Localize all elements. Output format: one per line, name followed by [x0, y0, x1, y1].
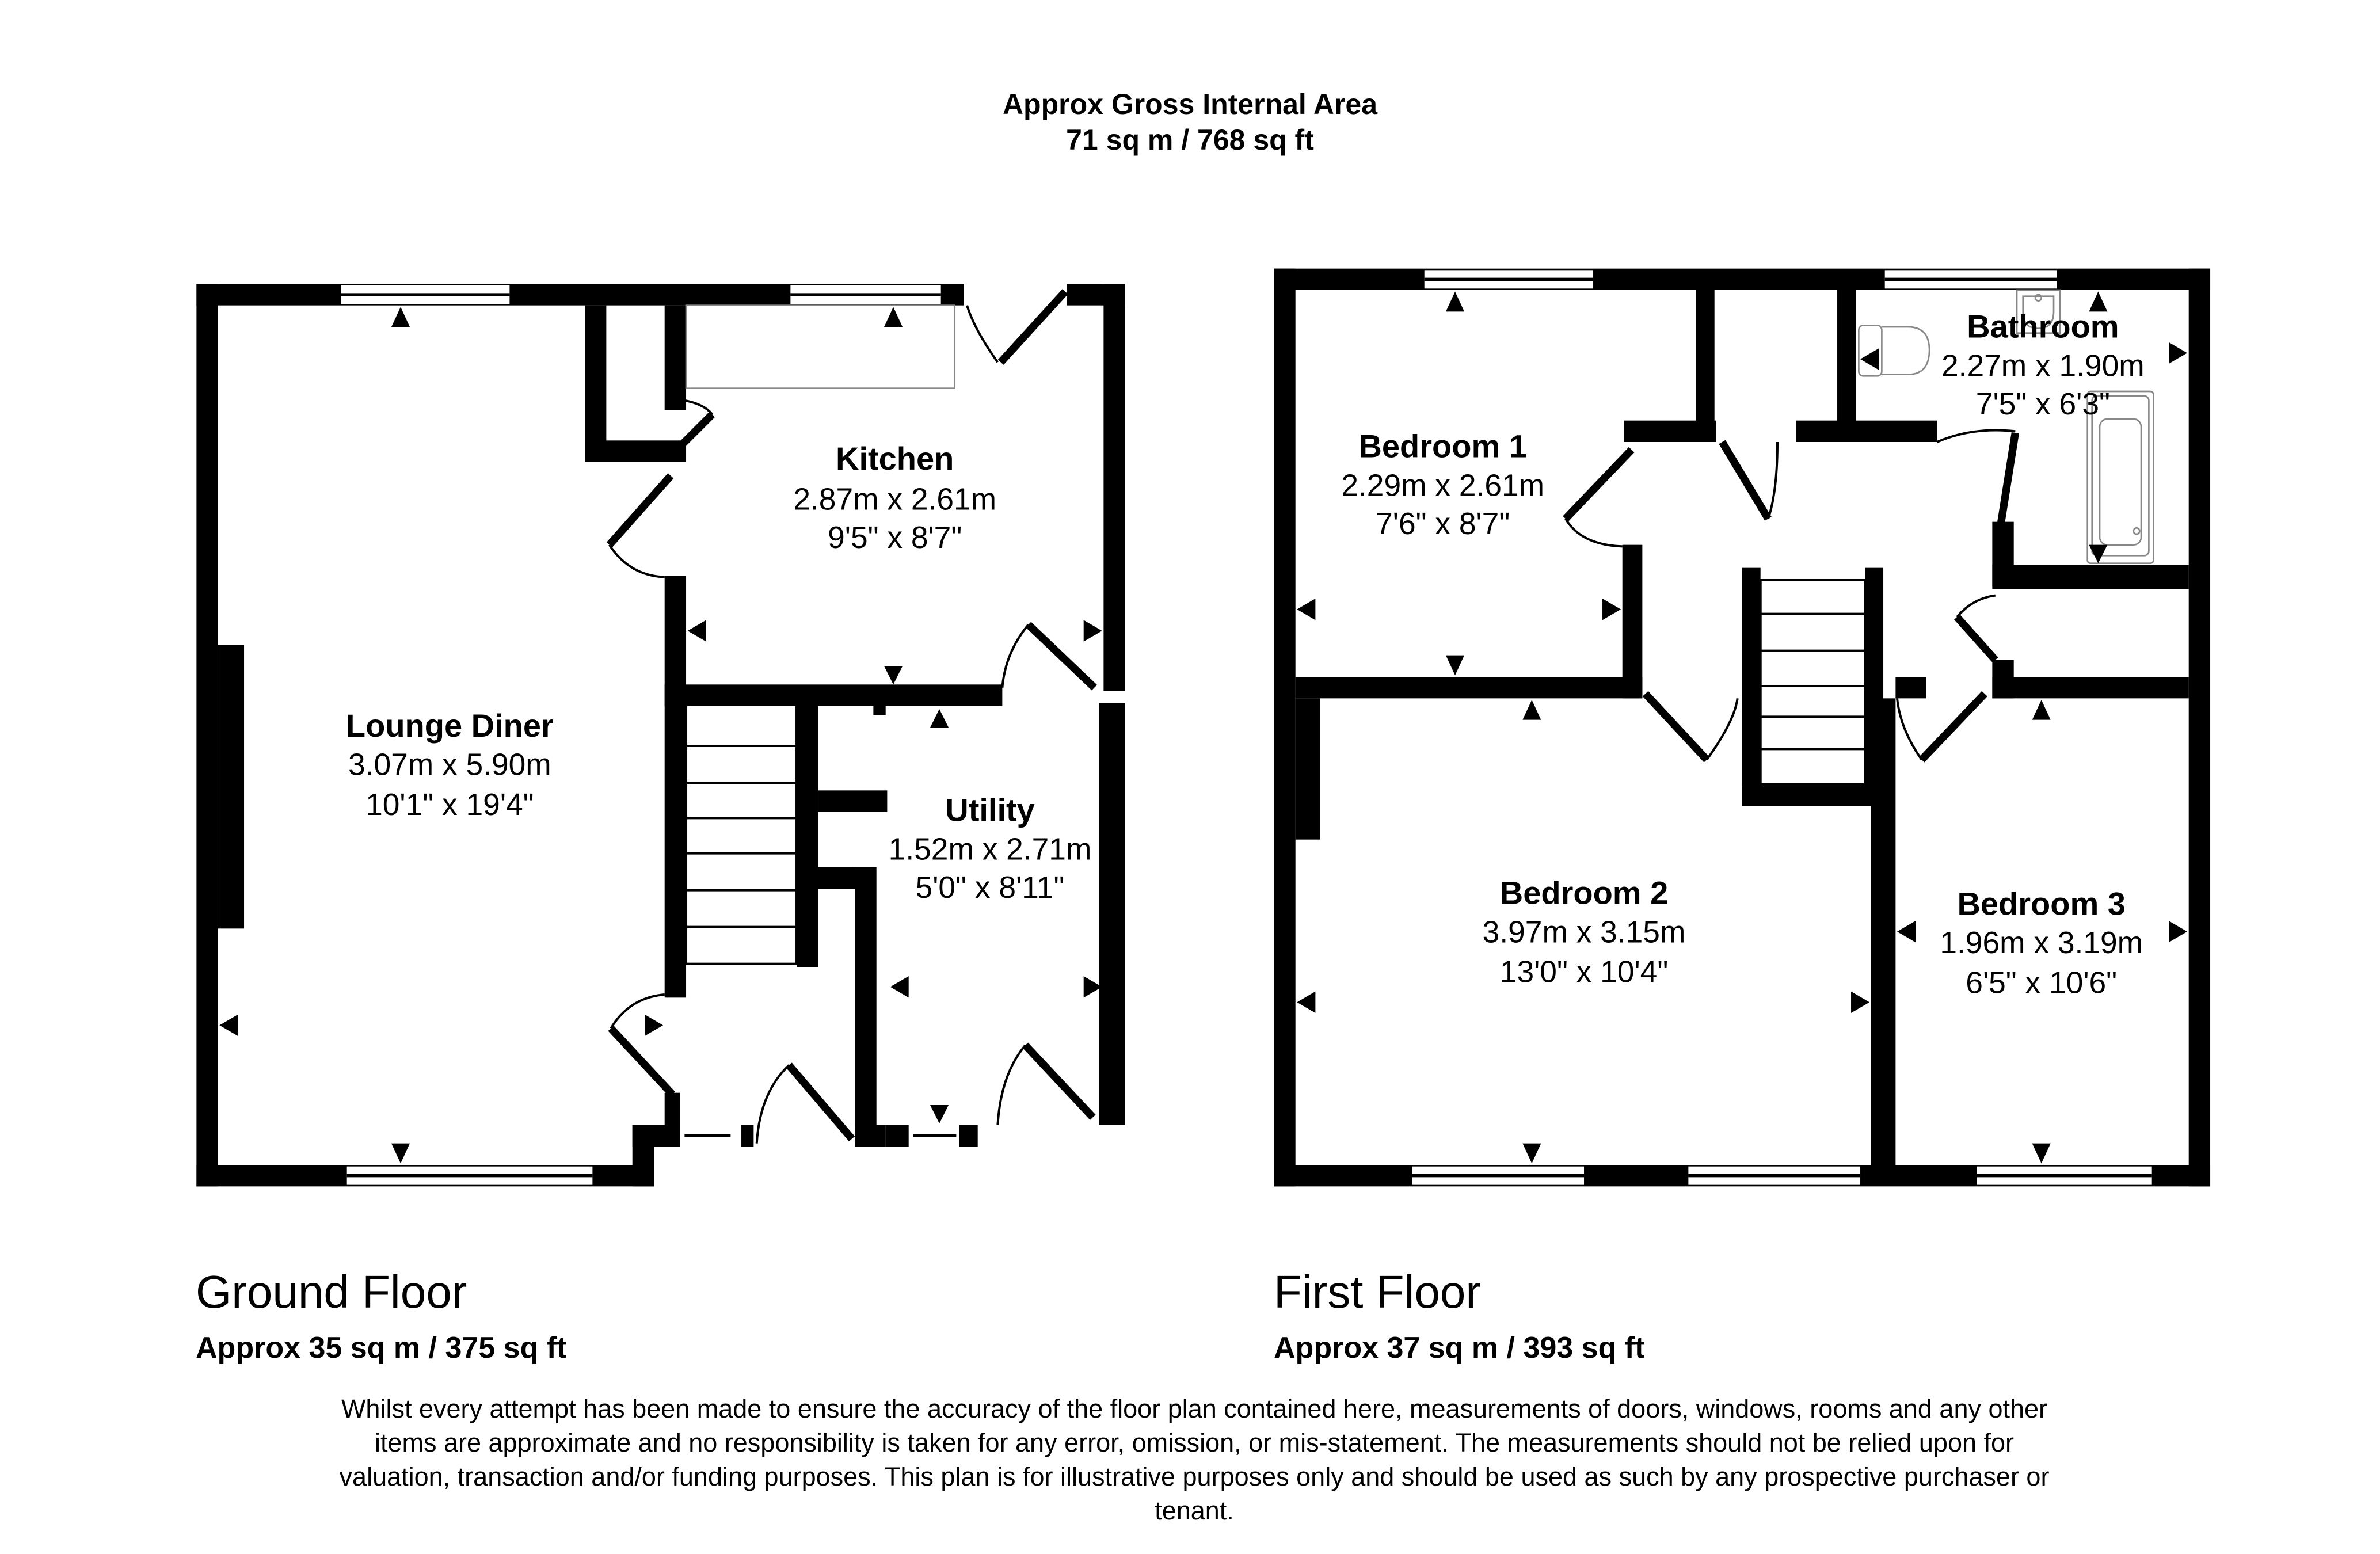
chimney-breast [218, 645, 245, 929]
bathroom-fixtures [1858, 289, 2154, 564]
window-bedroom2-left [1412, 1166, 1585, 1185]
svg-text:3.07m x 5.90m: 3.07m x 5.90m [348, 748, 551, 782]
ground-floor-area: Approx 35 sq m / 375 sq ft [196, 1331, 567, 1365]
door-bathroom [1996, 432, 2019, 531]
door-kitchen-utility [1026, 622, 1097, 691]
room-label-lounge-diner: Lounge Diner 3.07m x 5.90m 10'1" x 19'4" [346, 707, 554, 822]
svg-text:2.27m x 1.90m: 2.27m x 1.90m [1941, 349, 2145, 383]
svg-text:Bedroom 1: Bedroom 1 [1358, 428, 1527, 464]
window-kitchen-top [790, 285, 941, 304]
toilet-icon [1858, 324, 1930, 377]
first-floor-stairs [1759, 579, 1867, 786]
svg-text:Bathroom: Bathroom [1967, 308, 2119, 345]
door-airing-cupboard [1954, 614, 1998, 663]
door-front [786, 1062, 855, 1141]
ground-floor-windows [341, 285, 957, 1185]
gross-area-title: Approx Gross Internal Area [1002, 88, 1378, 120]
door-bedroom3 [1918, 691, 1987, 763]
ground-floor-plan: Kitchen 2.87m x 2.61m 9'5" x 8'7" Lounge… [196, 284, 1125, 1187]
door-bedroom2 [1642, 691, 1710, 763]
svg-text:7'5" x 6'3": 7'5" x 6'3" [1976, 387, 2110, 421]
door-utility-back [1022, 1042, 1096, 1120]
first-floor-plan: Bedroom 1 2.29m x 2.61m 7'6" x 8'7" Bath… [1274, 268, 2211, 1187]
window-lounge-bottom [346, 1166, 593, 1185]
room-label-utility: Utility 1.52m x 2.71m 5'0" x 8'11" [889, 792, 1092, 905]
ground-floor-doors [606, 289, 1097, 1144]
room-label-bedroom-3: Bedroom 3 1.96m x 3.19m 6'5" x 10'6" [1940, 885, 2143, 1000]
window-utility-bottom [913, 1126, 957, 1145]
svg-text:3.97m x 3.15m: 3.97m x 3.15m [1483, 915, 1686, 949]
svg-text:Bedroom 2: Bedroom 2 [1500, 875, 1669, 911]
gross-area-total: 71 sq m / 768 sq ft [1066, 124, 1314, 156]
svg-text:Bedroom 3: Bedroom 3 [1957, 885, 2126, 921]
gross-area-header: Approx Gross Internal Area 71 sq m / 768… [0, 86, 2380, 158]
svg-text:2.87m x 2.61m: 2.87m x 2.61m [793, 482, 996, 516]
svg-text:7'6" x 8'7": 7'6" x 8'7" [1376, 507, 1510, 541]
svg-text:1.52m x 2.71m: 1.52m x 2.71m [889, 832, 1092, 866]
door-lounge-kitchen [606, 473, 674, 548]
room-label-bathroom: Bathroom 2.27m x 1.90m 7'5" x 6'3" [1941, 308, 2145, 421]
window-lounge-top [341, 285, 510, 304]
window-bedroom3 [1977, 1166, 2152, 1185]
svg-text:Utility: Utility [945, 792, 1035, 828]
first-floor-measure-arrows [1297, 291, 2188, 1164]
ground-floor-stairs [685, 702, 798, 965]
first-floor-area: Approx 37 sq m / 393 sq ft [1274, 1331, 1645, 1365]
svg-text:6'5" x 10'6": 6'5" x 10'6" [1966, 966, 2117, 1000]
door-cupboard [1719, 440, 1772, 521]
svg-text:1.96m x 3.19m: 1.96m x 3.19m [1940, 926, 2143, 960]
sink-icon [2016, 289, 2061, 334]
room-label-bedroom-2: Bedroom 2 3.97m x 3.15m 13'0" x 10'4" [1483, 875, 1686, 989]
door-lounge-hall [608, 1026, 675, 1097]
svg-text:Kitchen: Kitchen [836, 440, 954, 477]
first-floor-walls [1274, 268, 2211, 1187]
door-kitchen-store [672, 412, 715, 454]
first-floor-windows [1412, 270, 2152, 1185]
window-bathroom [1884, 270, 2057, 289]
bath-icon [2086, 390, 2154, 564]
door-back-kitchen [997, 289, 1068, 365]
svg-text:Lounge Diner: Lounge Diner [346, 707, 554, 744]
svg-text:13'0" x 10'4": 13'0" x 10'4" [1500, 955, 1668, 989]
window-bedroom1 [1424, 270, 1594, 289]
window-hall-bottom [684, 1126, 731, 1145]
svg-text:5'0" x 8'11": 5'0" x 8'11" [916, 871, 1065, 905]
chimney-breast-bed2 [1295, 698, 1320, 840]
ground-floor-label: Ground Floor [196, 1266, 467, 1317]
svg-text:10'1" x 19'4": 10'1" x 19'4" [365, 788, 534, 822]
ground-floor-walls [196, 284, 1125, 1187]
first-floor-doors [1563, 429, 2019, 763]
ground-floor-measure-arrows [219, 307, 1102, 1164]
svg-text:9'5" x 8'7": 9'5" x 8'7" [828, 521, 962, 555]
room-label-kitchen: Kitchen 2.87m x 2.61m 9'5" x 8'7" [793, 440, 996, 555]
door-bedroom1 [1563, 447, 1635, 521]
first-floor-label: First Floor [1274, 1266, 1481, 1317]
room-label-bedroom-1: Bedroom 1 2.29m x 2.61m 7'6" x 8'7" [1341, 428, 1544, 541]
kitchen-worktop [685, 304, 956, 389]
svg-text:2.29m x 2.61m: 2.29m x 2.61m [1341, 469, 1544, 502]
disclaimer-text: Whilst every attempt has been made to en… [339, 1394, 2050, 1525]
window-bedroom2-right [1688, 1166, 1861, 1185]
